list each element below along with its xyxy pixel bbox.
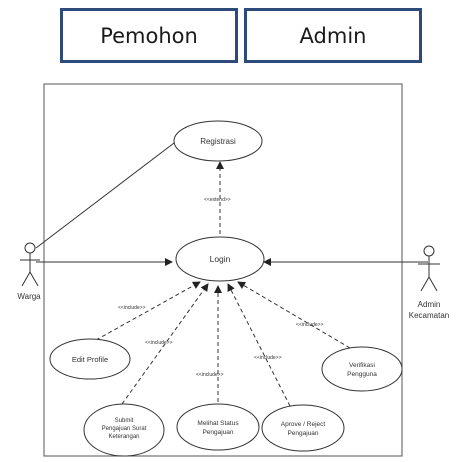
usecase-approve-label-2: Pengajuan [287, 430, 318, 437]
tab-admin[interactable]: Admin [244, 8, 422, 63]
include-label-submit: <<include>> [145, 340, 173, 346]
usecase-submit-label-1: Submit [115, 418, 134, 424]
association-warga-registrasi [35, 139, 179, 249]
include-line-approve [227, 283, 291, 407]
usecase-registrasi-label: Registrasi [200, 137, 236, 146]
extend-label: <<extend>> [204, 197, 231, 203]
usecase-verifikasi-label-1: Verifikasi [349, 362, 375, 369]
usecase-melihat-label-1: Melihat Status [197, 420, 239, 427]
usecase-edit-profile-label: Edit Profile [72, 355, 108, 364]
system-boundary [43, 83, 403, 457]
tab-admin-label: Admin [299, 23, 367, 48]
actor-warga-label: Warga [17, 292, 41, 301]
usecase-login-label: Login [210, 254, 231, 264]
include-label-edit-profile: <<include>> [118, 305, 146, 311]
actor-admin-icon [418, 245, 440, 292]
usecase-verifikasi-pengguna [321, 346, 403, 392]
include-line-edit-profile [95, 281, 201, 341]
usecase-edit-profile [49, 338, 131, 380]
usecase-melihat-status [176, 403, 260, 451]
usecase-verifikasi-label-2: Pengguna [347, 371, 377, 378]
include-line-verifikasi [237, 281, 351, 349]
usecase-login [175, 236, 265, 282]
include-line-submit [121, 283, 209, 405]
actor-warga-icon [20, 242, 40, 287]
usecase-approve-reject [261, 404, 345, 452]
include-label-melihat-status: <<include>> [196, 372, 224, 378]
actor-admin-label-2: Kecamatan [409, 311, 449, 320]
usecase-submit-pengajuan [83, 403, 165, 457]
include-label-verifikasi: <<include>> [296, 322, 324, 328]
usecase-submit-label-3: Keterangan [108, 434, 139, 440]
usecase-registrasi [173, 120, 263, 162]
actor-admin-label-1: Admin [418, 300, 441, 309]
tab-pemohon-label: Pemohon [100, 23, 198, 48]
usecase-submit-label-2: Pengajuan Surat [102, 426, 147, 432]
usecase-melihat-label-2: Pengajuan [202, 429, 233, 436]
include-label-approve: <<include>> [254, 355, 282, 361]
usecase-approve-label-1: Aprove / Reject [281, 421, 326, 428]
tab-pemohon[interactable]: Pemohon [60, 8, 238, 63]
